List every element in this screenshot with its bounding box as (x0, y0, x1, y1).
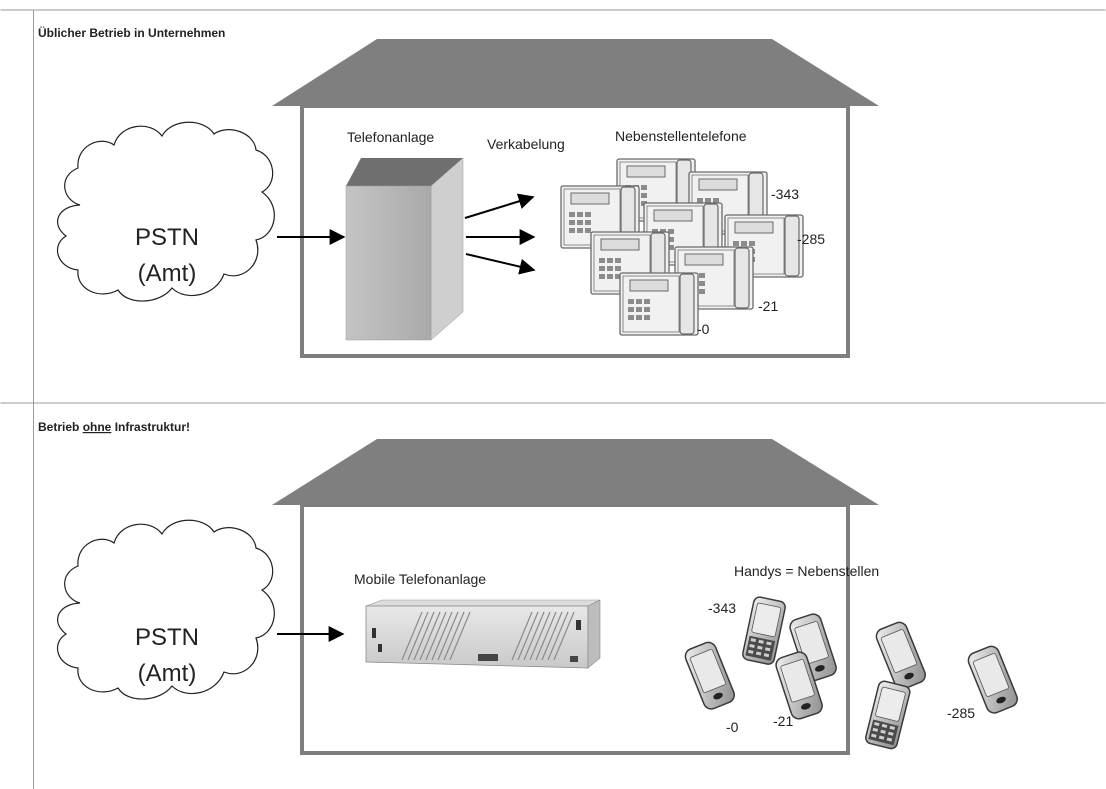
extension-label: -285 (947, 705, 975, 721)
extension-label: -343 (771, 186, 799, 202)
extensions-label: Nebenstellentelefone (615, 128, 747, 144)
arrow-icon (464, 193, 535, 219)
extension-label: -0 (697, 321, 710, 337)
mobile-phone-icon (873, 619, 929, 693)
mobile-phone-icon (863, 679, 912, 751)
house-roof (272, 39, 879, 106)
house-building (272, 439, 879, 755)
cloud-label-line2: (Amt) (138, 260, 197, 287)
cloud-label-line2: (Amt) (138, 660, 197, 687)
extension-label: -21 (773, 713, 793, 729)
cabling-label: Verkabelung (487, 136, 565, 152)
arrow-icon (465, 253, 536, 275)
extension-label: -343 (708, 600, 736, 616)
house-roof (272, 439, 879, 505)
pbx-label: Telefonanlage (347, 129, 434, 145)
rack-device-icon (365, 599, 601, 669)
panel-bottom-heading: Betrieb ohne Infrastruktur! (38, 420, 190, 434)
cloud-icon (56, 121, 275, 302)
cloud-label-line1: PSTN (135, 224, 199, 251)
handsets-label: Handys = Nebenstellen (734, 563, 879, 579)
extension-label: -21 (758, 298, 778, 314)
desk-phone-icon (619, 272, 699, 336)
panel-top-heading: Üblicher Betrieb in Unternehmen (38, 25, 225, 40)
extension-label: -0 (726, 719, 739, 735)
cloud-icon (56, 519, 275, 700)
panel-bottom: Betrieb ohne Infrastruktur! PSTN (Amt) M… (38, 420, 1021, 755)
pbx-label: Mobile Telefonanlage (354, 571, 486, 587)
server-tower-icon (345, 157, 464, 341)
extension-label: -285 (797, 231, 825, 247)
cloud-label-line1: PSTN (135, 624, 199, 651)
panel-top: Üblicher Betrieb in Unternehmen PSTN (Am… (38, 25, 879, 358)
